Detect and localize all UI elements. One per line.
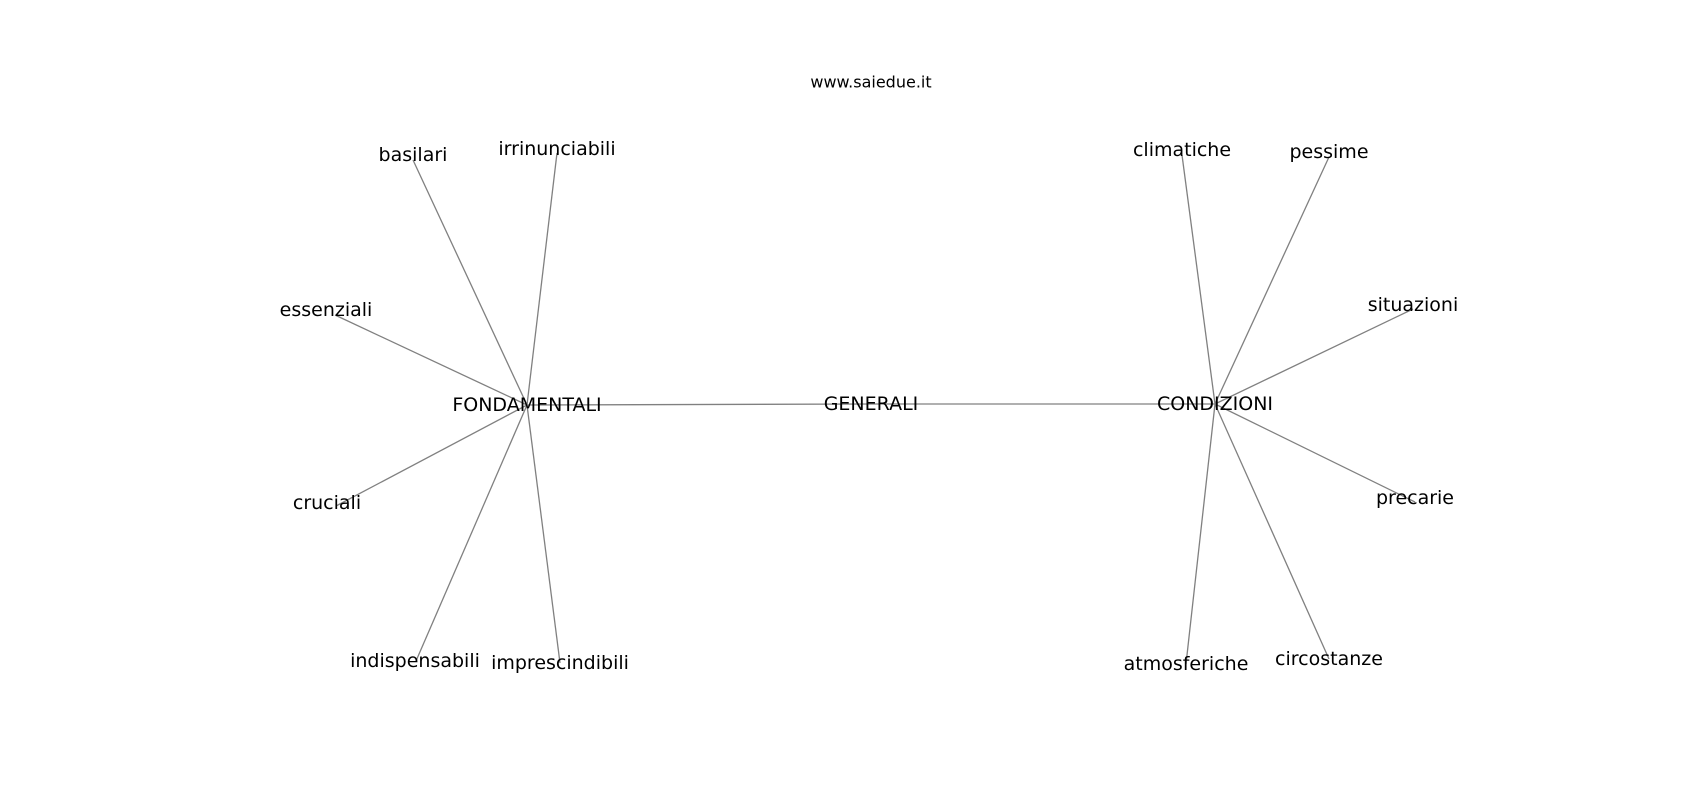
edge-condizioni-climatiche (1181, 154, 1216, 405)
watermark-text: www.saiedue.it (810, 73, 931, 92)
node-label-irrinunciabili: irrinunciabili (498, 138, 615, 160)
edge-fondamentali-essenziali (334, 314, 528, 406)
node-label-cruciali: cruciali (293, 492, 361, 514)
node-label-situazioni: situazioni (1368, 294, 1459, 316)
edge-fondamentali-irrinunciabili (526, 152, 558, 406)
labels-layer: GENERALI FONDAMENTALI CONDIZIONI basilari ir… (280, 138, 1459, 675)
node-label-basilari: basilari (379, 144, 448, 166)
edge-condizioni-situazioni (1214, 308, 1414, 405)
node-label-fondamentali: FONDAMENTALI (452, 394, 601, 416)
edge-condizioni-pessime (1214, 156, 1330, 405)
edge-fondamentali-cruciali (335, 404, 528, 507)
edge-condizioni-precarie (1214, 403, 1416, 503)
node-label-circostanze: circostanze (1275, 648, 1383, 670)
node-label-condizioni: CONDIZIONI (1157, 393, 1273, 415)
node-label-pessime: pessime (1289, 141, 1368, 163)
node-label-generali: GENERALI (824, 393, 919, 415)
node-label-atmosferiche: atmosferiche (1124, 653, 1249, 675)
node-label-essenziali: essenziali (280, 299, 373, 321)
edge-fondamentali-indispensabili (415, 404, 528, 662)
node-label-precarie: precarie (1376, 487, 1454, 509)
edges-layer (334, 152, 1416, 665)
node-label-climatiche: climatiche (1133, 139, 1231, 161)
edge-generali-fondamentali (526, 403, 872, 406)
node-label-imprescindibili: imprescindibili (491, 652, 629, 674)
edge-condizioni-circostanze (1214, 403, 1330, 660)
node-label-indispensabili: indispensabili (350, 650, 480, 672)
edge-fondamentali-imprescindibili (526, 404, 561, 664)
edge-condizioni-atmosferiche (1185, 403, 1216, 665)
edge-fondamentali-basilari (412, 159, 528, 406)
